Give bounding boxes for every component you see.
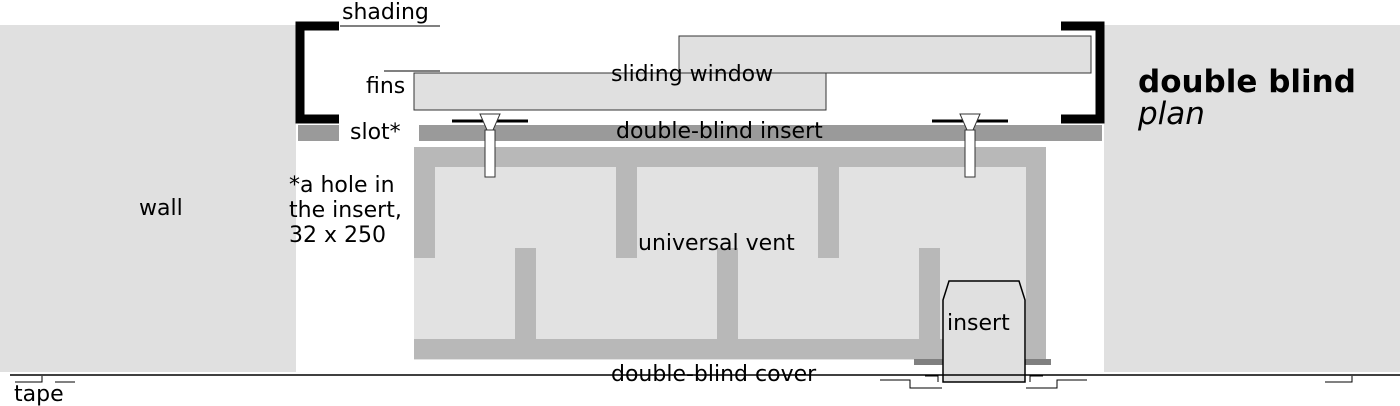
cover-strip-right — [1024, 359, 1051, 365]
sliding-window-panel-front — [413, 72, 827, 111]
screw-right — [932, 113, 1008, 178]
tape-step-left — [15, 376, 75, 383]
tape-step-right — [1325, 376, 1353, 383]
tape-step-insert-left — [880, 375, 942, 389]
vent-fin-bottom-3 — [919, 248, 940, 339]
vent-right-post — [1026, 147, 1046, 360]
insert-piece — [942, 280, 1026, 383]
label-double-blind-insert: double-blind insert — [616, 119, 823, 144]
diagram-subtitle: plan — [1137, 96, 1205, 132]
vent-fin-top-3 — [818, 167, 839, 258]
label-tape: tape — [14, 382, 64, 406]
vent-bottom-bar — [414, 339, 944, 359]
cover-strip-left — [914, 359, 944, 365]
label-shading: shading — [342, 0, 429, 25]
vent-fin-top-2 — [616, 167, 637, 258]
label-fins: fins — [366, 74, 405, 99]
label-double-blind-cover: double-blind cover — [611, 362, 817, 387]
label-insert: insert — [947, 311, 1010, 336]
vent-fin-top-1 — [414, 167, 435, 258]
sliding-window-panel-back — [678, 35, 1092, 74]
vent-top-bar — [414, 147, 1026, 167]
double-blind-insert-strip — [419, 125, 1102, 141]
label-note-line2: the insert, — [289, 198, 402, 223]
label-wall: wall — [139, 196, 183, 221]
tape-step-insert-right — [1026, 375, 1087, 389]
slot-strip — [298, 125, 339, 141]
right-shading-bracket — [1061, 21, 1105, 124]
label-slot: slot* — [350, 120, 401, 145]
label-universal-vent: universal vent — [638, 231, 795, 256]
label-note-line3: 32 x 250 — [289, 223, 386, 248]
vent-fin-bottom-2 — [717, 248, 738, 339]
right-wall — [1104, 25, 1400, 372]
diagram-title: double blind — [1138, 64, 1356, 100]
left-wall — [0, 25, 296, 372]
screw-left — [452, 113, 528, 178]
left-shading-bracket — [295, 21, 339, 124]
label-note-line1: *a hole in — [289, 173, 395, 198]
label-sliding-window: sliding window — [611, 62, 773, 87]
vent-fin-bottom-1 — [515, 248, 536, 339]
